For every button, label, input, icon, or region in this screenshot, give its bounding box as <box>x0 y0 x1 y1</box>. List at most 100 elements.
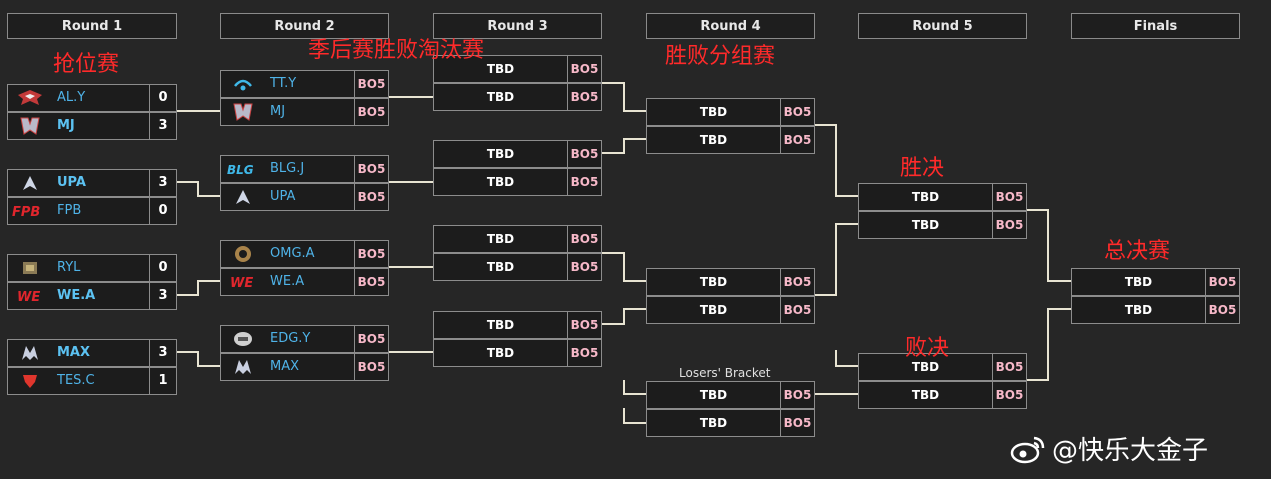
team-row[interactable]: EDG.Y BO5 <box>220 325 389 353</box>
team-name: UPA <box>57 175 86 190</box>
team-score: 1 <box>149 368 176 394</box>
team-name: TT.Y <box>270 76 297 91</box>
annotation-round1: 抢位赛 <box>53 52 120 77</box>
tbd-label: TBD <box>911 190 940 204</box>
team-score: 3 <box>149 170 176 196</box>
tbd-label: TBD <box>911 360 940 374</box>
team-score: 0 <box>149 255 176 281</box>
tbd-row[interactable]: TBD BO5 <box>646 126 815 154</box>
team-name: UPA <box>270 189 296 204</box>
best-of-label: BO5 <box>780 382 814 408</box>
tbd-label: TBD <box>486 175 515 189</box>
best-of-label: BO5 <box>780 269 814 295</box>
fpb-team-logo-icon: FPB <box>8 198 52 224</box>
best-of-label: BO5 <box>567 56 601 82</box>
tbd-label: TBD <box>699 416 728 430</box>
round-header-3: Round 3 <box>433 13 602 39</box>
watermark-text: @快乐大金子 <box>1052 436 1209 466</box>
al-team-logo-icon <box>8 85 52 111</box>
upa-team-logo-icon <box>221 184 265 210</box>
best-of-label: BO5 <box>567 169 601 195</box>
tbd-label: TBD <box>486 62 515 76</box>
team-name: TES.C <box>57 373 95 388</box>
team-score: 3 <box>149 283 176 309</box>
team-score: 0 <box>149 198 176 224</box>
team-row[interactable]: MAX BO5 <box>220 353 389 381</box>
team-row[interactable]: UPA BO5 <box>220 183 389 211</box>
max-team-logo-icon <box>8 340 52 366</box>
team-name: AL.Y <box>57 90 86 105</box>
round-header-5: Round 5 <box>858 13 1027 39</box>
team-score: 3 <box>149 340 176 366</box>
tbd-row[interactable]: TBD BO5 <box>433 168 602 196</box>
team-name: WE.A <box>57 288 96 303</box>
tbd-row[interactable]: TBD BO5 <box>433 140 602 168</box>
tbd-label: TBD <box>486 147 515 161</box>
team-row[interactable]: OMG.A BO5 <box>220 240 389 268</box>
team-row[interactable]: MAX 3 <box>7 339 177 367</box>
max-team-logo-icon <box>221 354 265 380</box>
blg-team-logo-icon: BLG <box>221 156 265 182</box>
tbd-label: TBD <box>699 133 728 147</box>
team-name: BLG.J <box>270 161 305 176</box>
team-row[interactable]: FPB FPB 0 <box>7 197 177 225</box>
tbd-row[interactable]: TBD BO5 <box>433 55 602 83</box>
tbd-label: TBD <box>699 388 728 402</box>
team-row[interactable]: RYL 0 <box>7 254 177 282</box>
ryl-team-logo-icon <box>8 255 52 281</box>
team-row[interactable]: BLG BLG.J BO5 <box>220 155 389 183</box>
best-of-label: BO5 <box>354 156 388 182</box>
team-row[interactable]: MJ 3 <box>7 112 177 140</box>
team-score: 3 <box>149 113 176 139</box>
svg-text:WE: WE <box>230 276 253 290</box>
svg-text:WE: WE <box>17 290 40 304</box>
tbd-label: TBD <box>486 318 515 332</box>
best-of-label: BO5 <box>780 99 814 125</box>
team-score: 0 <box>149 85 176 111</box>
team-row[interactable]: WE WE.A BO5 <box>220 268 389 296</box>
best-of-label: BO5 <box>567 340 601 366</box>
team-row[interactable]: TES.C 1 <box>7 367 177 395</box>
best-of-label: BO5 <box>567 254 601 280</box>
team-row[interactable]: WE WE.A 3 <box>7 282 177 310</box>
team-row[interactable]: UPA 3 <box>7 169 177 197</box>
team-row[interactable]: TT.Y BO5 <box>220 70 389 98</box>
team-name: OMG.A <box>270 246 315 261</box>
team-row[interactable]: MJ BO5 <box>220 98 389 126</box>
tbd-label: TBD <box>1124 303 1153 317</box>
round-header-2: Round 2 <box>220 13 389 39</box>
best-of-label: BO5 <box>354 184 388 210</box>
best-of-label: BO5 <box>567 312 601 338</box>
tbd-label: TBD <box>486 232 515 246</box>
watermark: @快乐大金子 <box>1010 430 1208 467</box>
tbd-label: TBD <box>486 346 515 360</box>
team-row[interactable]: AL.Y 0 <box>7 84 177 112</box>
omg-team-logo-icon <box>221 241 265 267</box>
team-name: MAX <box>270 359 300 374</box>
best-of-label: BO5 <box>567 226 601 252</box>
round-header-4: Round 4 <box>646 13 815 39</box>
tbd-row[interactable]: TBD BO5 <box>433 225 602 253</box>
tbd-row[interactable]: TBD BO5 <box>433 311 602 339</box>
tbd-row[interactable]: TBD BO5 <box>433 339 602 367</box>
we-team-logo-icon: WE <box>221 269 265 295</box>
upa-team-logo-icon <box>8 170 52 196</box>
best-of-label: BO5 <box>780 127 814 153</box>
tbd-row[interactable]: TBD BO5 <box>646 381 815 409</box>
team-name: MAX <box>57 345 91 360</box>
best-of-label: BO5 <box>567 141 601 167</box>
we-team-logo-icon: WE <box>8 283 52 309</box>
best-of-label: BO5 <box>354 241 388 267</box>
